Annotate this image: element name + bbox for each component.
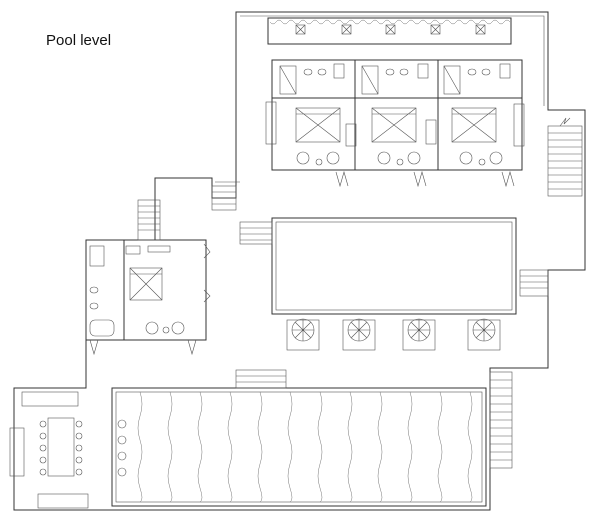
guest-suites bbox=[265, 59, 525, 188]
main-pool bbox=[111, 369, 513, 507]
plan-title: Pool level bbox=[46, 32, 112, 49]
master-suite bbox=[85, 185, 237, 356]
dining-area bbox=[9, 391, 89, 509]
top-planter-strip bbox=[267, 17, 512, 45]
right-stair bbox=[519, 117, 583, 297]
loungers bbox=[286, 318, 501, 351]
building-outline bbox=[13, 11, 586, 511]
upper-pool bbox=[239, 217, 517, 315]
